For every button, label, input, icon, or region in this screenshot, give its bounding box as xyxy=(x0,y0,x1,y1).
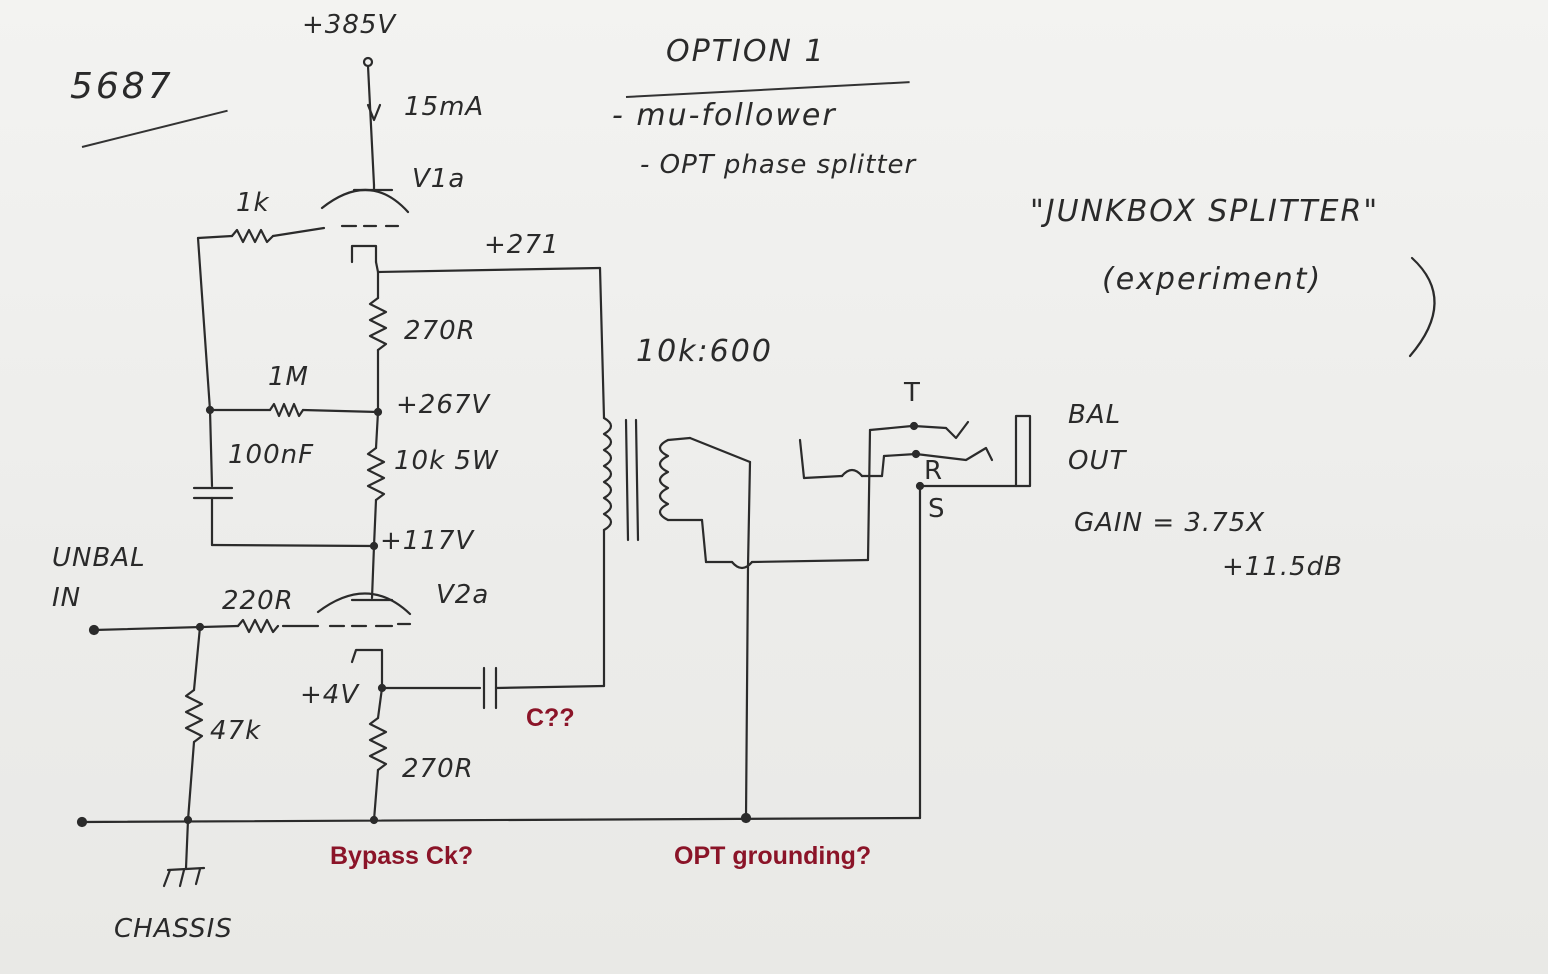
resistor-47k-label: 47k xyxy=(210,716,262,746)
jack-ring-label: R xyxy=(924,456,944,486)
note-opt-ground: OPT grounding? xyxy=(674,842,872,870)
voltage-upper-plate: +271 xyxy=(484,230,560,260)
transformer-core-b xyxy=(634,418,640,542)
voltage-mid-node: +267V xyxy=(396,390,491,420)
note-cap: C?? xyxy=(526,704,575,732)
resistor-1k-label: 1k xyxy=(236,188,270,218)
wire-plate-right xyxy=(376,266,602,274)
cap-100nf-label: 100nF xyxy=(228,440,315,470)
supply-current-label: 15mA xyxy=(404,92,485,122)
input-label: UNBAL IN xyxy=(52,543,146,613)
supply-terminal xyxy=(362,56,382,187)
transformer-primary xyxy=(602,416,613,532)
transformer-ratio-label: 10k:600 xyxy=(636,334,773,369)
chassis-label: CHASSIS xyxy=(114,914,233,944)
resistor-220r xyxy=(236,618,280,634)
chassis-ground-symbol xyxy=(162,866,206,888)
current-arrow xyxy=(366,103,382,122)
project-title: "JUNKBOX SPLITTER" xyxy=(1030,194,1380,229)
ground-rail xyxy=(80,816,922,824)
project-subtitle: (experiment) xyxy=(1102,262,1323,297)
tube-v2a-label: V2a xyxy=(436,580,490,610)
option-line1: - mu-follower xyxy=(612,98,837,133)
jack-sleeve-label: S xyxy=(928,494,946,524)
note-bypass: Bypass Ck? xyxy=(330,842,474,870)
jack-tip-label: T xyxy=(904,378,921,408)
gain-db-label: +11.5dB xyxy=(1222,552,1344,582)
gain-ratio-label: GAIN = 3.75X xyxy=(1074,508,1266,538)
resistor-270r-lower-label: 270R xyxy=(402,754,474,784)
tube-v1a-label: V1a xyxy=(412,164,466,194)
resistor-1m xyxy=(268,402,305,418)
resistor-270r-upper-label: 270R xyxy=(404,316,476,346)
resistor-47k xyxy=(184,688,204,744)
resistor-270r-upper xyxy=(368,296,388,352)
tube-model-label: 5687 xyxy=(70,66,174,107)
resistor-1k xyxy=(230,228,275,244)
option-heading: OPTION 1 xyxy=(666,34,826,69)
jack-sleeve-body xyxy=(1014,414,1032,488)
tube-v1a xyxy=(320,183,410,264)
paren-stroke xyxy=(1408,256,1436,358)
voltage-lower-plate: +117V xyxy=(380,526,475,556)
option-line2: - OPT phase splitter xyxy=(640,150,917,180)
resistor-10k-label: 10k 5W xyxy=(394,446,499,476)
transformer-secondary xyxy=(658,438,670,522)
voltage-lower-cathode: +4V xyxy=(300,680,360,710)
output-label: BAL OUT xyxy=(1068,400,1127,476)
supply-voltage-label: +385V xyxy=(302,10,397,40)
resistor-270r-lower xyxy=(368,716,388,772)
tube-v2a xyxy=(316,592,412,690)
resistor-1m-label: 1M xyxy=(268,362,309,392)
resistor-10k xyxy=(366,446,386,502)
transformer-core-a xyxy=(624,418,630,542)
resistor-220r-label: 220R xyxy=(222,586,294,616)
